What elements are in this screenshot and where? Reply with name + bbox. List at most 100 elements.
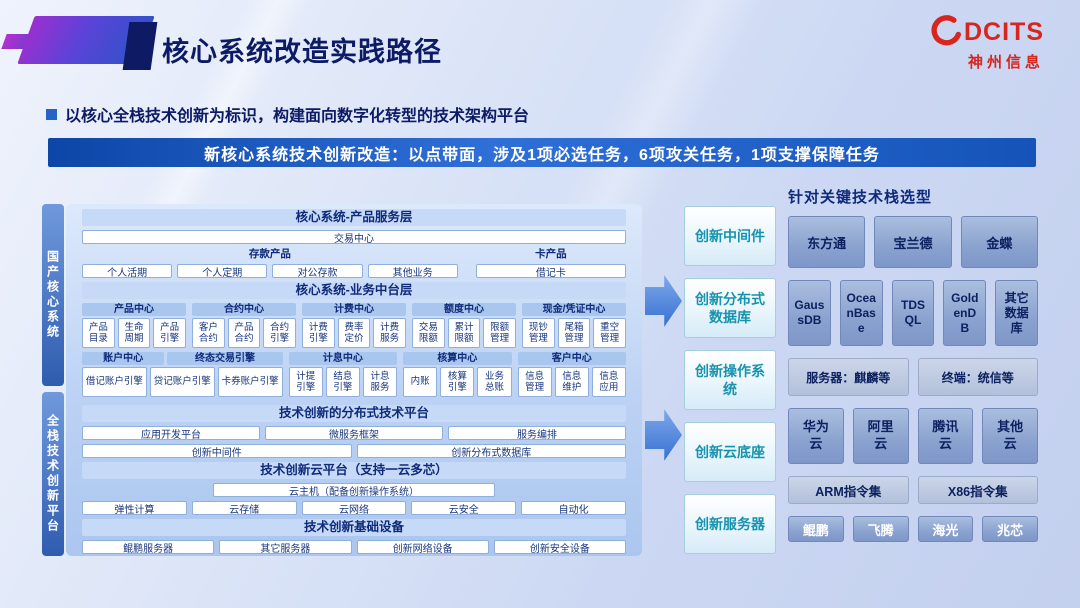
- tech-stack-column: 针对关键技术栈选型 东方通 宝兰德 金蝶 GaussDB OceanBase T…: [788, 186, 1038, 554]
- cloud-host-bar: 云主机（配备创新操作系统）: [212, 483, 496, 498]
- module-box: 借记账户引擎: [82, 367, 147, 397]
- group-title: 产品中心: [82, 303, 186, 316]
- module-box: 现钞管理: [522, 318, 555, 348]
- chip-option: 海光: [917, 516, 974, 542]
- bullet-square-icon: [46, 108, 57, 120]
- cloud-option: 其他云: [982, 408, 1038, 464]
- cloud-option: 腾讯云: [917, 408, 974, 464]
- module-box: 生命周期: [117, 318, 151, 348]
- accounting-center-group: 核算中心 内账 核算引擎 业务总账: [403, 352, 512, 397]
- group-title: 现金/凭证中心: [522, 303, 626, 316]
- group-title: 合约中心: [192, 303, 296, 316]
- deposit-item: 个人活期: [82, 264, 173, 279]
- logo-swoosh-icon: [929, 14, 961, 51]
- module-box: 计提引擎: [288, 367, 323, 397]
- infra-row: 鲲鹏服务器 其它服务器 创新网络设备 创新安全设备: [82, 540, 626, 555]
- contract-center-group: 合约中心 客户合约 产品合约 合约引擎: [192, 303, 297, 348]
- platform-box: 应用开发平台: [82, 426, 260, 441]
- infra-title: 技术创新基础设备: [82, 519, 626, 536]
- deposit-products-label: 存款产品: [248, 248, 291, 260]
- os-option: 服务器：麒麟等: [788, 358, 909, 396]
- brand-logo: DCITS 神州信息: [929, 14, 1044, 72]
- account-center-group: 账户中心 终态交易引擎 借记账户引擎 贷记账户引擎 卡券账户引擎: [82, 352, 283, 397]
- distributed-platform-title: 技术创新的分布式技术平台: [82, 405, 626, 422]
- instruction-set-row: ARM指令集 X86指令集: [788, 476, 1038, 504]
- customer-center-group: 客户中心 信息管理 信息维护 信息应用: [517, 352, 627, 397]
- tech-stack-title: 针对关键技术栈选型: [788, 189, 933, 206]
- infra-box: 其它服务器: [219, 540, 352, 555]
- instruction-set-option: ARM指令集: [788, 476, 909, 504]
- infra-box: 创新网络设备: [356, 540, 489, 555]
- business-middle-layer-title: 核心系统-业务中台层: [82, 282, 626, 299]
- innovation-os-box: 创新操作系统: [684, 350, 776, 410]
- cloud-option: 阿里云: [852, 408, 909, 464]
- platform-box: 微服务框架: [265, 426, 443, 441]
- innovation-column: 创新中间件 创新分布式数据库 创新操作系统 创新云底座 创新服务器: [684, 206, 776, 554]
- platform-box: 服务编排: [448, 426, 626, 441]
- module-box: 结息引擎: [325, 367, 360, 397]
- product-service-layer-title: 核心系统-产品服务层: [82, 209, 626, 226]
- distributed-platform-row2: 创新中间件 创新分布式数据库: [82, 444, 626, 459]
- group-title: 核算中心: [403, 352, 512, 365]
- chip-option: 兆芯: [982, 516, 1038, 542]
- cloud-box: 自动化: [521, 501, 626, 516]
- module-box: 产品目录: [82, 318, 115, 348]
- platform-box: 创新中间件: [82, 444, 352, 459]
- cloud-platform-title: 技术创新云平台（支持一云多芯）: [82, 462, 626, 479]
- module-box: 业务总账: [477, 367, 512, 397]
- database-options-row: GaussDB OceanBase TDSQL GoldenDB 其它数据库: [788, 280, 1038, 346]
- product-row: 个人活期 个人定期 对公存款 其他业务 借记卡: [82, 264, 626, 279]
- intro-line: 以核心全栈技术创新为标识，构建面向数字化转型的技术架构平台: [46, 102, 529, 126]
- group-subtitle: 终态交易引擎: [167, 352, 283, 365]
- page-title: 核心系统改造实践路径: [162, 37, 442, 67]
- instruction-set-option: X86指令集: [917, 476, 1038, 504]
- database-option: OceanBase: [839, 280, 883, 346]
- flow-arrow-icon: [645, 409, 682, 461]
- module-box: 贷记账户引擎: [149, 367, 215, 397]
- module-box: 计费服务: [373, 318, 407, 348]
- card-item: 借记卡: [475, 264, 626, 279]
- module-box: 客户合约: [192, 318, 225, 348]
- os-option: 终端：统信等: [917, 358, 1038, 396]
- middle-layer-groups-row1: 产品中心 产品目录 生命周期 产品引擎 合约中心 客户合约 产品合约 合约引擎 …: [82, 303, 627, 348]
- middleware-options-row: 东方通 宝兰德 金蝶: [788, 216, 1038, 268]
- module-box: 计息服务: [362, 367, 398, 397]
- database-option: TDSQL: [891, 280, 935, 346]
- innovation-middleware-box: 创新中间件: [684, 206, 776, 266]
- module-box: 信息维护: [554, 367, 589, 397]
- innovation-database-box: 创新分布式数据库: [684, 278, 776, 338]
- module-box: 计费引擎: [302, 318, 335, 348]
- cloud-option: 华为云: [788, 408, 844, 464]
- middleware-option: 东方通: [788, 216, 866, 268]
- group-title: 计息中心: [288, 352, 398, 365]
- group-title: 计费中心: [302, 303, 406, 316]
- core-architecture-panel: 核心系统-产品服务层 交易中心 存款产品 卡产品 个人活期 个人定期 对公存款 …: [66, 204, 642, 556]
- task-banner: 新核心系统技术创新改造：以点带面，涉及1项必选任务，6项攻关任务，1项支撑保障任…: [48, 138, 1036, 167]
- module-box: 产品合约: [227, 318, 261, 348]
- deposit-item: 对公存款: [272, 264, 363, 279]
- module-box: 内账: [403, 367, 438, 397]
- logo-company-text: 神州信息: [967, 54, 1044, 71]
- cloud-box: 云网络: [301, 501, 407, 516]
- intro-text: 以核心全栈技术创新为标识，构建面向数字化转型的技术架构平台: [65, 108, 530, 125]
- database-option: 其它数据库: [995, 280, 1038, 346]
- card-products-label: 卡产品: [535, 248, 567, 260]
- product-center-group: 产品中心 产品目录 生命周期 产品引擎: [82, 303, 187, 348]
- header-decoration: [122, 22, 158, 70]
- os-options-row: 服务器：麒麟等 终端：统信等: [788, 358, 1038, 396]
- module-box: 信息应用: [591, 367, 627, 397]
- logo-brand-text: DCITS: [964, 18, 1044, 46]
- module-box: 合约引擎: [263, 318, 297, 348]
- chip-option: 飞腾: [852, 516, 909, 542]
- innovation-server-box: 创新服务器: [684, 494, 776, 554]
- platform-box: 创新分布式数据库: [356, 444, 626, 459]
- deposit-item: 个人定期: [177, 264, 268, 279]
- distributed-platform-row1: 应用开发平台 微服务框架 服务编排: [82, 426, 626, 441]
- chip-option: 鲲鹏: [788, 516, 844, 542]
- flow-arrow-icon: [645, 275, 682, 327]
- interest-center-group: 计息中心 计提引擎 结息引擎 计息服务: [288, 352, 398, 397]
- billing-center-group: 计费中心 计费引擎 费率定价 计费服务: [302, 303, 407, 348]
- cloud-box: 云存储: [191, 501, 297, 516]
- module-box: 累计限额: [447, 318, 481, 348]
